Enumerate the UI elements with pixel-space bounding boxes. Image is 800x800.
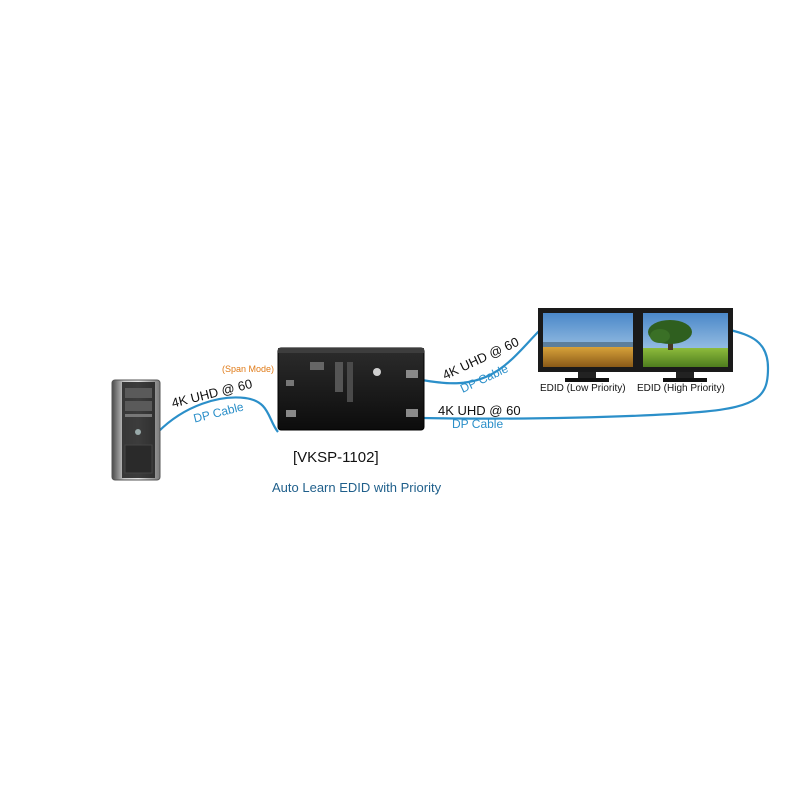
video-splitter-icon — [277, 347, 425, 431]
link-speed-label: 4K UHD @ 60 — [438, 403, 521, 418]
dp-cable-pc-to-splitter — [157, 396, 279, 433]
monitor-edid-label: EDID (Low Priority) — [540, 383, 626, 394]
monitor-edid-label: EDID (High Priority) — [637, 383, 725, 394]
link-cable-label: DP Cable — [452, 417, 504, 431]
dp-cable-splitter-to-low-priority-monitor — [421, 329, 541, 385]
pc-tower-icon — [111, 379, 161, 481]
monitor-icon — [538, 308, 638, 382]
feature-caption: Auto Learn EDID with Priority — [272, 480, 442, 495]
monitor-icon — [638, 308, 733, 382]
splitter-model-label: [VKSP-1102] — [293, 449, 379, 466]
dp-cable-splitter-to-high-priority-monitor — [421, 328, 770, 420]
span-mode-label: (Span Mode) — [222, 364, 275, 374]
